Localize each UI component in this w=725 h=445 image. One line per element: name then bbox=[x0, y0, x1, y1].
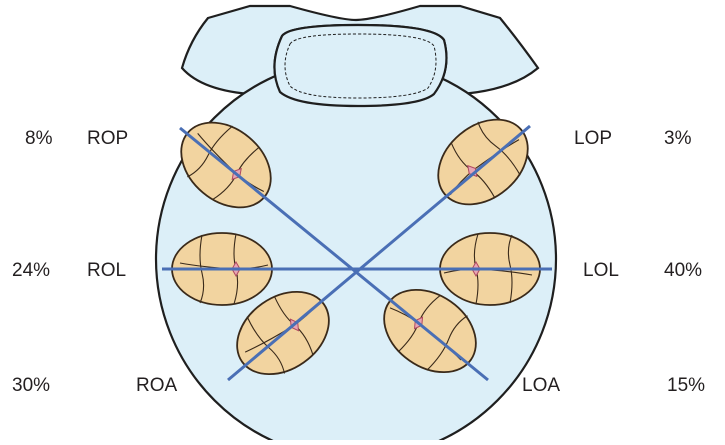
coronal-suture bbox=[199, 234, 205, 304]
roa-label: ROA bbox=[136, 375, 178, 396]
coronal-suture bbox=[477, 121, 521, 176]
lol-percent: 40% bbox=[664, 260, 703, 281]
diameter-rop-loa bbox=[179, 126, 489, 382]
diameter-lop-roa bbox=[227, 124, 531, 382]
coronal-suture bbox=[426, 315, 468, 371]
coronal-suture bbox=[507, 234, 513, 304]
coronal-suture bbox=[246, 316, 286, 374]
lop-percent: 3% bbox=[664, 128, 692, 149]
rop-label: ROP bbox=[87, 128, 129, 149]
vertebral-body-inner-outline-front bbox=[284, 33, 437, 99]
lol-label: LOL bbox=[583, 260, 619, 281]
loa-percent: 15% bbox=[667, 375, 706, 396]
vertebral-body-front bbox=[273, 23, 448, 108]
rol-percent: 24% bbox=[12, 260, 51, 281]
lop-label: LOP bbox=[574, 128, 613, 149]
loa-label: LOA bbox=[522, 375, 561, 396]
rol-label: ROL bbox=[87, 260, 127, 281]
roa-percent: 30% bbox=[12, 375, 51, 396]
coronal-suture bbox=[187, 125, 233, 178]
rop-percent: 8% bbox=[25, 128, 53, 149]
